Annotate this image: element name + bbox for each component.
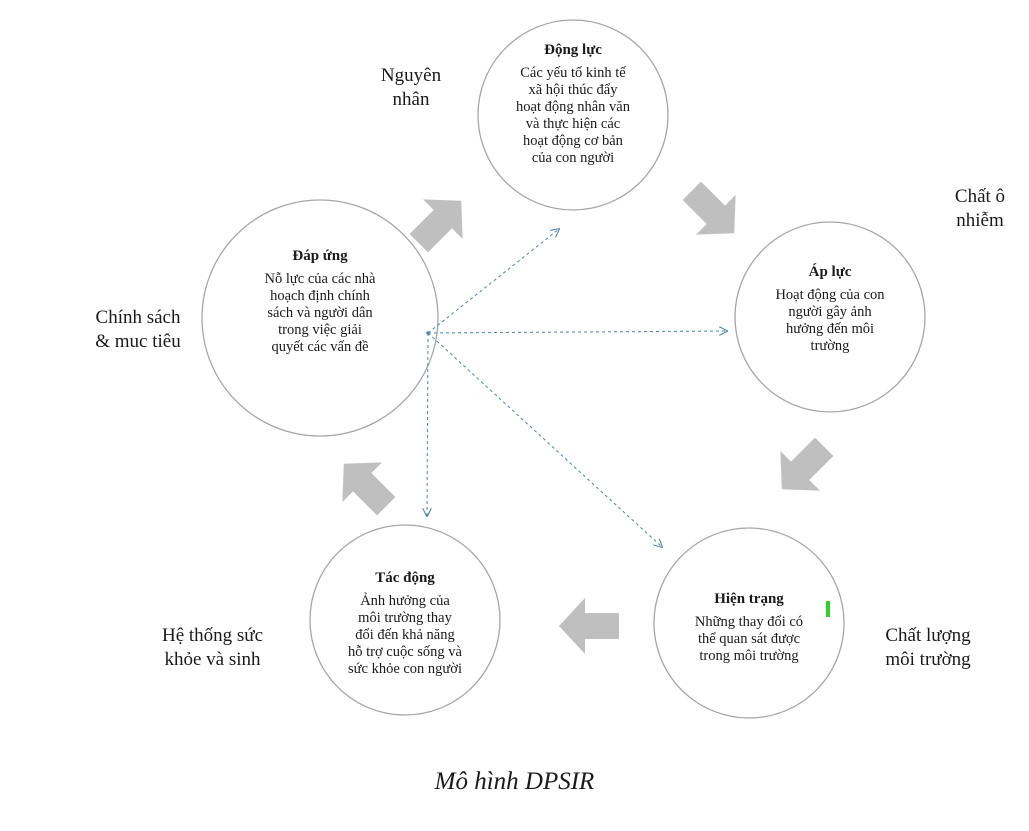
block-arrow-responses-to-driving [409,199,463,253]
node-desc: Những thay đổi có thể quan sát được tron… [694,614,804,664]
side-label-pollutants: Chất ô nhiễm [954,186,1006,231]
block-arrow-impacts-to-responses [342,462,396,516]
block-arrow-driving-to-pressures [682,181,736,235]
circle-driving-forces [477,19,669,211]
node-driving-forces: Động lực Các yếu tố kinh tế xã hội thúc … [483,42,663,167]
node-title: Tác động [375,570,435,586]
node-title: Đáp ứng [292,248,348,264]
side-label-causes: Nguyên nhân [380,65,442,110]
circle-responses [201,199,439,437]
dashed-arrow-to-impacts [427,332,428,516]
circle-state [653,527,845,719]
dashed-arrow-to-state [427,332,662,547]
node-responses: Đáp ứng Nỗ lực của các nhà hoạch định ch… [230,248,410,356]
node-title: Động lực [544,42,602,58]
block-arrow-pressures-to-state [780,437,834,491]
side-label-health-system: Hệ thống sức khỏe và sinh [161,625,264,670]
node-desc: Các yếu tố kinh tế xã hội thúc đẩy hoạt … [516,65,630,166]
side-label-env-quality: Chất lượng môi trường [885,625,971,670]
circle-impacts [309,524,501,716]
side-label-policy: Chính sách & muc tiêu [95,307,181,352]
circle-pressures [734,221,926,413]
node-desc: Hoạt động của con người gây ảnh hưởng đế… [775,287,885,354]
dashed-arrow-to-pressures [427,331,727,333]
node-pressures: Áp lực Hoạt động của con người gây ảnh h… [740,264,920,355]
node-state: Hiện trạng Những thay đổi có thể quan sá… [659,591,839,665]
text-cursor-marker [826,601,830,617]
block-arrow-state-to-impacts [559,598,619,654]
dashed-origin-dot [426,331,430,335]
dashed-arrow-to-driving-forces [427,229,559,334]
node-title: Áp lực [808,264,852,280]
node-impacts: Tác động Ảnh hưởng của môi trường thay đ… [315,570,495,678]
figure-caption: Mô hình DPSIR [434,768,595,795]
node-title: Hiện trạng [714,591,784,607]
node-desc: Nỗ lực của các nhà hoạch định chính sách… [264,271,376,355]
node-desc: Ảnh hưởng của môi trường thay đổi đến kh… [348,593,462,677]
